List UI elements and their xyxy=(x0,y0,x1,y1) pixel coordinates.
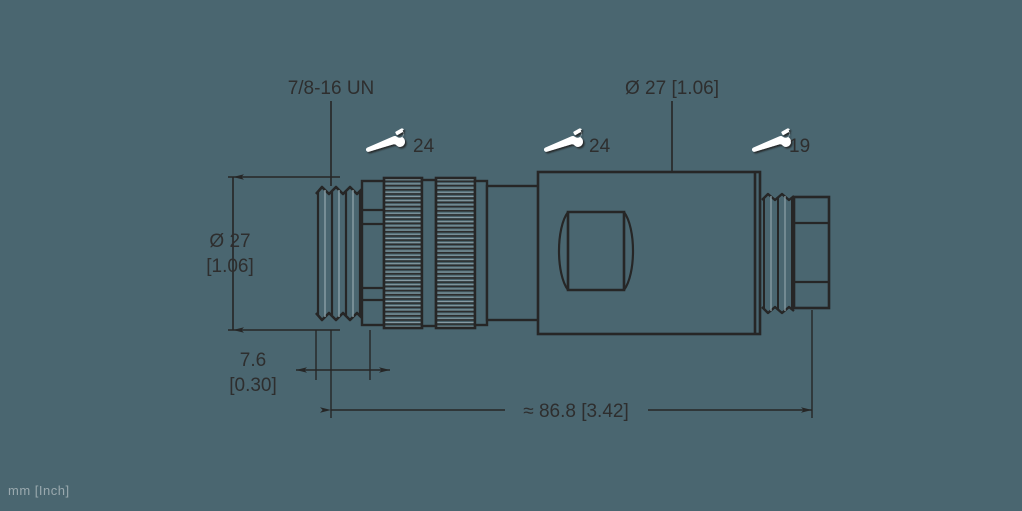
overall-length-label: ≈ 86.8 [3.42] xyxy=(523,401,629,422)
hex-body xyxy=(536,170,762,336)
wrench-middle-label: 24 xyxy=(589,136,611,157)
diameter-left-line1: Ø 27 xyxy=(209,231,250,252)
units-note: mm [Inch] xyxy=(8,483,70,498)
short-length-line2: [0.30] xyxy=(229,375,277,396)
wrench-right: 19 xyxy=(751,128,810,157)
wrench-right-label: 19 xyxy=(789,136,810,157)
overall-length-dimension: ≈ 86.8 [3.42] xyxy=(320,310,813,422)
male-thread-7-8-16un xyxy=(315,185,371,322)
short-length-line1: 7.6 xyxy=(240,350,266,371)
cable-gland-nut xyxy=(792,195,831,310)
short-length-dimension: 7.6 [0.30] xyxy=(229,330,390,396)
barrel-section xyxy=(473,179,541,327)
coupling-nut-knurled-b xyxy=(434,176,477,330)
coupling-ring-gap xyxy=(420,178,438,328)
outer-diameter-dimension: Ø 27 [1.06] xyxy=(206,174,254,333)
wrench-left-label: 24 xyxy=(413,136,435,157)
thread-spec-label: 7/8-16 UN xyxy=(288,78,375,99)
diameter-top-label: Ø 27 [1.06] xyxy=(625,78,719,99)
diameter-left-line2: [1.06] xyxy=(206,256,254,277)
wrench-left: 24 xyxy=(365,128,435,157)
coupling-nut-knurled-a xyxy=(382,176,424,330)
cable-gland-thread xyxy=(761,192,795,315)
wrench-middle: 24 xyxy=(543,128,611,157)
thread-shoulder xyxy=(360,179,386,327)
